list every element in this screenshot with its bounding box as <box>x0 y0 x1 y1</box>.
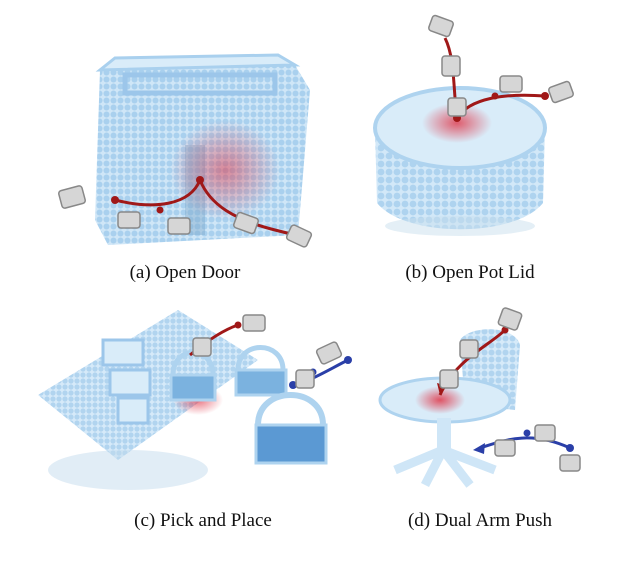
gripper-icon <box>439 307 581 472</box>
open-pot-lid-figure <box>373 14 574 236</box>
gripper-icon <box>192 314 343 389</box>
caption-dual-arm-push: (d) Dual Arm Push <box>407 510 553 531</box>
open-door-figure <box>58 53 313 248</box>
contact-heatmap <box>415 386 465 414</box>
panel-dual-arm-push <box>355 300 605 500</box>
panel-open-door <box>40 20 330 260</box>
trajectory-line-blue <box>479 436 571 450</box>
panel-open-pot-lid <box>345 8 595 258</box>
trajectory-line <box>114 179 202 207</box>
caption-pick-and-place: (c) Pick and Place <box>134 510 272 531</box>
dual-arm-push-figure <box>378 307 581 488</box>
gripper-icon <box>428 14 574 117</box>
basket-icon <box>169 345 328 465</box>
caption-open-pot-lid: (b) Open Pot Lid <box>405 262 535 283</box>
contact-heatmap <box>170 120 280 220</box>
pick-and-place-figure <box>38 310 352 490</box>
contact-heatmap <box>422 103 492 143</box>
caption-open-door: (a) Open Door <box>129 262 241 283</box>
gripper-icon <box>58 185 313 248</box>
panel-pick-and-place <box>38 300 368 495</box>
